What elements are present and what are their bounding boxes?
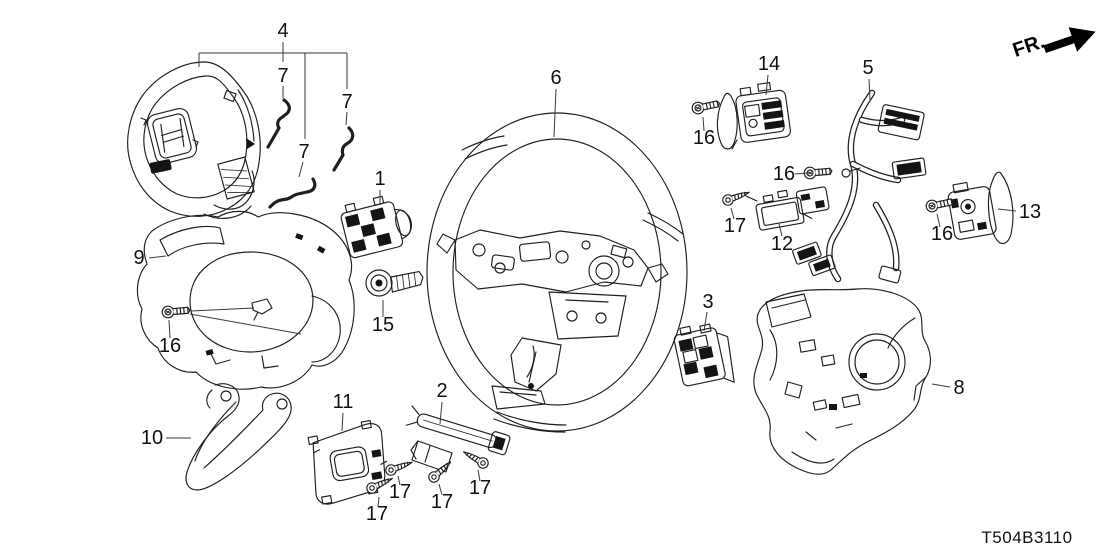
leader-line-17d-0 [477, 469, 481, 482]
leader-line-16c-0 [794, 172, 809, 175]
part-callout-17d: 17 [469, 477, 491, 499]
leader-line-3-0 [703, 311, 708, 332]
line-art-layer [127, 61, 1014, 505]
leader-line-17a-0 [377, 496, 380, 508]
part-callout-15: 15 [372, 314, 394, 336]
leader-line-7b-0 [345, 111, 348, 126]
diagram-code-label: T504B3110 [981, 528, 1072, 547]
steering-wheel-rim-drawing [426, 112, 688, 433]
part-callout-9: 9 [133, 247, 144, 269]
screw-16-left-drawing [161, 303, 191, 319]
part-14-paddle-drawing [716, 82, 792, 150]
part-callout-7b: 7 [341, 91, 352, 113]
fr-arrow-icon [1043, 27, 1096, 54]
part-callout-7a: 7 [277, 65, 288, 87]
leader-line-8-0 [931, 383, 951, 388]
part-callout-2: 2 [436, 380, 447, 402]
airbag-module-drawing [127, 61, 261, 219]
leader-line-16a-1 [190, 307, 255, 312]
part-callout-12: 12 [771, 233, 793, 255]
spring-pins-drawing [266, 98, 355, 209]
part-callout-16d: 16 [931, 223, 953, 245]
part-callout-16a: 16 [159, 335, 181, 357]
part-callout-5: 5 [862, 57, 873, 79]
leader-line-17b-0 [397, 475, 401, 486]
srs-badge [149, 159, 172, 174]
leader-line-6-0 [553, 88, 557, 138]
part-5-harness-drawing [792, 89, 927, 284]
part-1-drawing [340, 195, 412, 259]
leader-line-16d-0 [936, 213, 941, 228]
part-callout-17e: 17 [724, 215, 746, 237]
screw-17-d-drawing [460, 446, 491, 471]
part-callout-1: 1 [374, 168, 385, 190]
inflator-hatch [217, 156, 255, 200]
leader-line-17e-0 [730, 207, 735, 220]
leader-line-13-0 [997, 208, 1017, 212]
honda-h-logo [146, 107, 198, 165]
part-callout-11: 11 [333, 391, 354, 413]
part-callout-16c: 16 [773, 163, 795, 185]
part-13-paddle-drawing [947, 171, 1014, 244]
screw-17-c-drawing [426, 457, 455, 485]
part-callout-3: 3 [702, 291, 713, 313]
fr-direction-indicator: FR. [1010, 27, 1096, 62]
screw-17-b-drawing [383, 456, 415, 478]
part-callout-17c: 17 [431, 491, 453, 513]
leader-line-7c-0 [298, 161, 304, 178]
part-callout-17a: 17 [366, 503, 388, 525]
part-callout-14: 14 [758, 53, 780, 75]
part-callout-4: 4 [277, 20, 288, 42]
part-2-bracket-drawing [405, 405, 511, 473]
part-8-body-cover-drawing [753, 288, 931, 475]
part-callout-17b: 17 [389, 481, 411, 503]
part-11-switch-garnish-drawing [307, 419, 388, 505]
fr-label: FR. [1010, 31, 1048, 62]
part-9-garnish-drawing [136, 210, 355, 390]
part-callout-13: 13 [1019, 201, 1041, 223]
screw-16-middle-drawing [803, 164, 833, 180]
part-callout-7c: 7 [298, 141, 309, 163]
leader-line-2-0 [439, 401, 443, 425]
leader-line-11-0 [341, 412, 344, 432]
steering-hub-armature-drawing [436, 229, 669, 410]
leader-line-16a-0 [168, 319, 171, 339]
part-10-garnish-drawing [185, 383, 292, 491]
part-callout-16b: 16 [693, 127, 715, 149]
part-callout-6: 6 [550, 67, 561, 89]
part-15-bolt-drawing [365, 269, 424, 297]
leader-line-5-0 [868, 78, 871, 101]
screw-16-top-right-drawing [690, 97, 722, 116]
part-3-switch-drawing [673, 323, 735, 387]
part-callout-8: 8 [953, 377, 964, 399]
leader-line-16a-2 [189, 313, 302, 335]
leader-line-9-0 [148, 255, 167, 259]
part-callout-10: 10 [141, 427, 163, 449]
leader-line-12-0 [778, 223, 783, 237]
leader-line-14-0 [765, 74, 769, 96]
leader-line-16b-0 [702, 116, 705, 132]
leader-line-17c-0 [438, 483, 443, 496]
screw-17-e-drawing [720, 186, 752, 208]
part-12-switch-drawing [745, 186, 830, 231]
